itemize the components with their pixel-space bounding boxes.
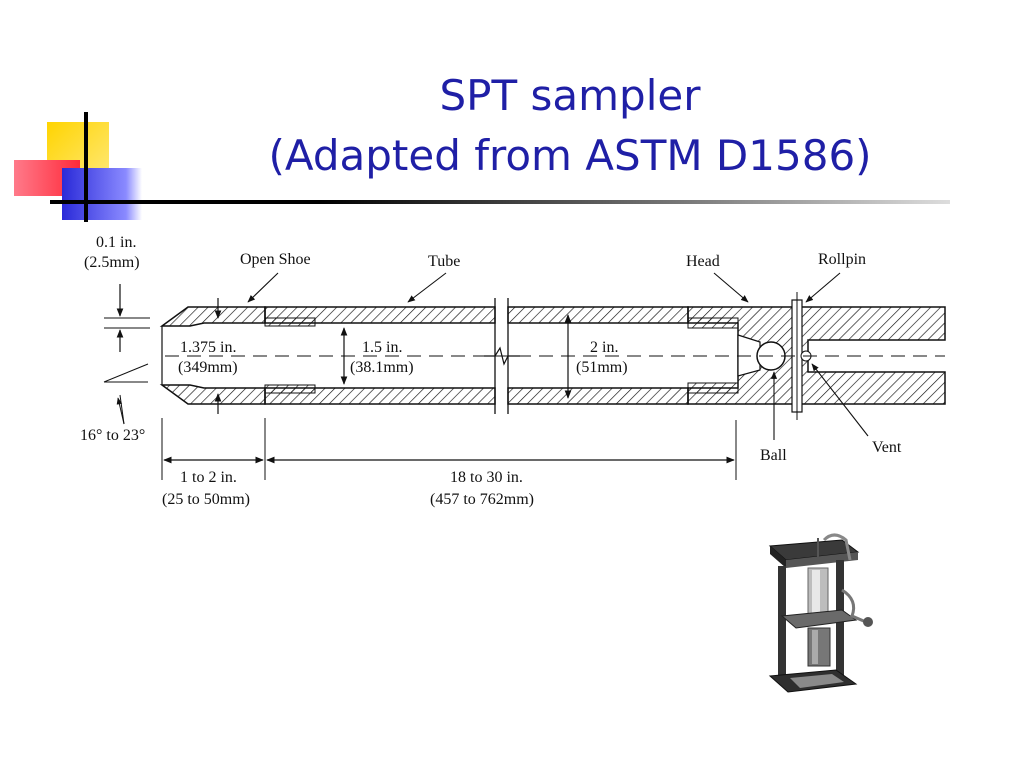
slide-title-line1: SPT sampler	[439, 71, 701, 120]
thickness-mm-label: (2.5mm)	[84, 254, 140, 271]
rollpin-label: Rollpin	[818, 251, 866, 268]
vent-label: Vent	[872, 439, 902, 456]
tube-length-mm-label: (457 to 762mm)	[430, 491, 534, 508]
rollpin-leader	[805, 272, 841, 303]
thickness-dimension	[104, 284, 150, 352]
decor-blue-square	[62, 168, 142, 220]
title-underline	[50, 200, 950, 204]
open-shoe-leader	[247, 272, 279, 303]
length-dimensions	[161, 418, 737, 480]
head-body	[687, 292, 946, 420]
mid-in-label: 1.5 in.	[362, 339, 402, 356]
angle-label: 16° to 23°	[80, 427, 145, 444]
tube-label: Tube	[428, 253, 460, 270]
tube-length-in-label: 18 to 30 in.	[450, 469, 523, 486]
angle-dimension	[103, 363, 149, 425]
shoe-length-in-label: 1 to 2 in.	[180, 469, 237, 486]
tube-body-left	[264, 306, 496, 405]
od-in-label: 2 in.	[590, 339, 618, 356]
vent-leader	[811, 363, 869, 437]
shoe-length-mm-label: (25 to 50mm)	[162, 491, 250, 508]
head-leader	[713, 272, 749, 303]
id-mm-label: (349mm)	[178, 359, 238, 376]
open-shoe-body	[159, 306, 266, 405]
slide-title-line2: (Adapted from ASTM D1586)	[268, 131, 872, 180]
thickness-in-label: 0.1 in.	[96, 234, 136, 251]
head-label: Head	[686, 253, 720, 270]
mid-mm-label: (38.1mm)	[350, 359, 414, 376]
open-shoe-label: Open Shoe	[240, 251, 311, 268]
tube-body-right	[507, 306, 689, 405]
od-mm-label: (51mm)	[576, 359, 628, 376]
tube-leader	[407, 272, 447, 303]
id-in-label: 1.375 in.	[180, 339, 236, 356]
ball-label: Ball	[760, 447, 787, 464]
sampler-stand-illustration	[768, 533, 873, 693]
decor-vertical-line	[84, 112, 88, 222]
